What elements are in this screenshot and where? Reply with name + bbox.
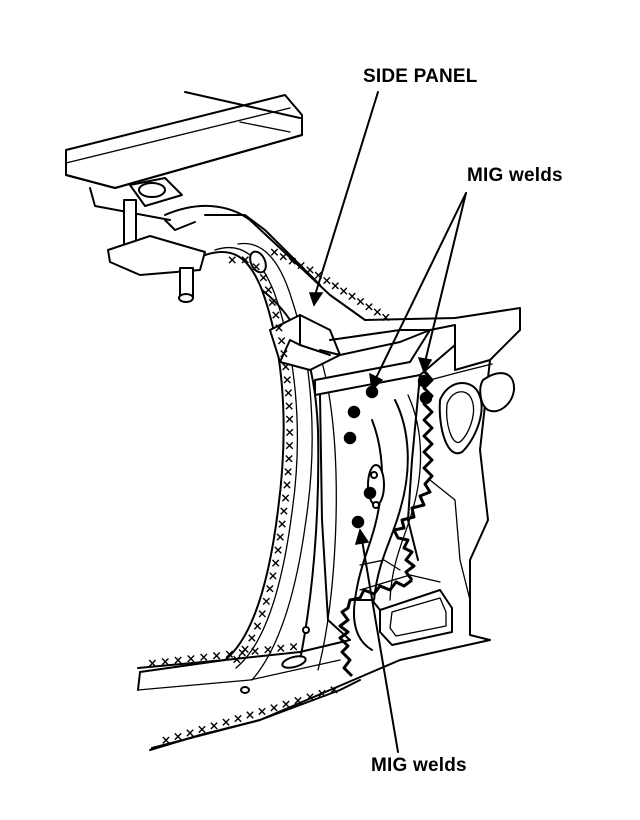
- mig-weld-dots: [343, 374, 433, 529]
- spot-weld-x: [264, 646, 272, 654]
- spot-weld-x: [233, 655, 241, 664]
- spot-weld-x: [373, 308, 382, 316]
- spot-weld-x: [282, 363, 290, 371]
- spot-weld-x: [241, 256, 249, 264]
- spot-weld-x: [339, 287, 348, 295]
- mig-welds-label-top: MIG welds: [467, 165, 563, 186]
- spot-weld-x: [277, 644, 285, 652]
- spot-weld-x: [276, 533, 284, 541]
- spot-weld-x: [306, 693, 314, 701]
- spot-weld-x: [280, 350, 288, 358]
- mig-welds-label-bottom: MIG welds: [371, 755, 467, 776]
- spot-weld-x: [269, 572, 277, 580]
- spot-weld-x: [272, 311, 280, 319]
- spot-weld-x: [174, 656, 182, 664]
- spot-weld-x: [246, 711, 254, 719]
- spot-weld-x: [251, 647, 259, 655]
- spot-weld-x: [288, 257, 296, 265]
- spot-weld-x: [277, 337, 286, 345]
- spot-weld-x: [285, 402, 293, 410]
- spot-weld-x: [306, 266, 314, 274]
- spot-weld-x: [187, 655, 195, 663]
- spot-weld-x: [284, 468, 292, 476]
- spot-weld-x: [262, 597, 271, 606]
- spot-weld-x: [279, 252, 288, 261]
- spot-weld-x: [323, 276, 331, 285]
- side-panel-label: SIDE PANEL: [363, 66, 478, 87]
- spot-weld-x: [252, 263, 260, 271]
- upper-pillar-structure: [204, 214, 456, 396]
- spot-weld-x: [271, 559, 280, 567]
- spot-weld-x: [238, 649, 246, 657]
- spot-weld-x: [212, 652, 221, 660]
- spot-weld-x: [280, 507, 288, 515]
- spot-weld-x: [294, 696, 302, 705]
- roof-frame: [65, 91, 303, 303]
- spot-weld-x: [283, 376, 291, 384]
- spot-weld-x: [270, 248, 279, 256]
- spot-weld-x: [264, 286, 273, 294]
- spot-weld-x: [174, 732, 182, 741]
- spot-weld-x: [234, 714, 242, 723]
- spot-weld-x: [248, 634, 256, 642]
- spot-weld-x: [382, 313, 390, 322]
- spot-weld-x: [161, 658, 169, 666]
- spot-weld-x: [330, 686, 338, 694]
- spot-weld-x: [318, 689, 326, 698]
- spot-weld-x: [285, 454, 293, 463]
- spot-weld-x: [356, 297, 365, 306]
- spot-weld-x: [283, 481, 291, 489]
- spot-weld-x: [278, 520, 286, 528]
- spot-weld-x: [331, 282, 339, 290]
- spot-weld-x: [274, 546, 282, 554]
- spot-weld-x: [162, 736, 170, 744]
- spot-weld-x: [258, 707, 266, 716]
- spot-weld-marks: [148, 248, 390, 744]
- spot-weld-x: [228, 256, 236, 264]
- spot-weld-x: [259, 273, 268, 282]
- spot-weld-x: [258, 610, 266, 618]
- mig-weld-seams: [338, 371, 434, 678]
- spot-weld-x: [286, 428, 294, 437]
- spot-weld-x: [297, 261, 305, 270]
- spot-weld-x: [266, 584, 274, 593]
- spot-weld-x: [285, 441, 294, 450]
- spot-weld-x: [348, 292, 356, 301]
- spot-weld-x: [253, 622, 262, 630]
- spot-weld-x: [314, 271, 323, 279]
- spot-weld-x: [284, 389, 293, 397]
- center-pillar: [240, 394, 422, 694]
- spot-weld-x: [268, 298, 277, 307]
- spot-weld-x: [282, 700, 290, 708]
- spot-weld-x: [281, 494, 290, 502]
- spot-weld-x: [365, 303, 373, 311]
- spot-weld-x: [148, 659, 157, 667]
- pillar-outline: [137, 204, 521, 751]
- rear-quarter: [349, 344, 516, 646]
- spot-weld-x: [210, 722, 218, 730]
- spot-weld-x: [200, 653, 208, 661]
- spot-weld-x: [275, 324, 283, 332]
- spot-weld-x: [225, 650, 234, 658]
- spot-weld-x: [289, 643, 298, 651]
- spot-weld-x: [198, 725, 206, 734]
- leader-lines: [308, 91, 467, 753]
- spot-weld-x: [270, 704, 278, 712]
- spot-weld-x: [222, 718, 230, 726]
- spot-weld-x: [285, 415, 294, 423]
- spot-weld-x: [186, 729, 194, 737]
